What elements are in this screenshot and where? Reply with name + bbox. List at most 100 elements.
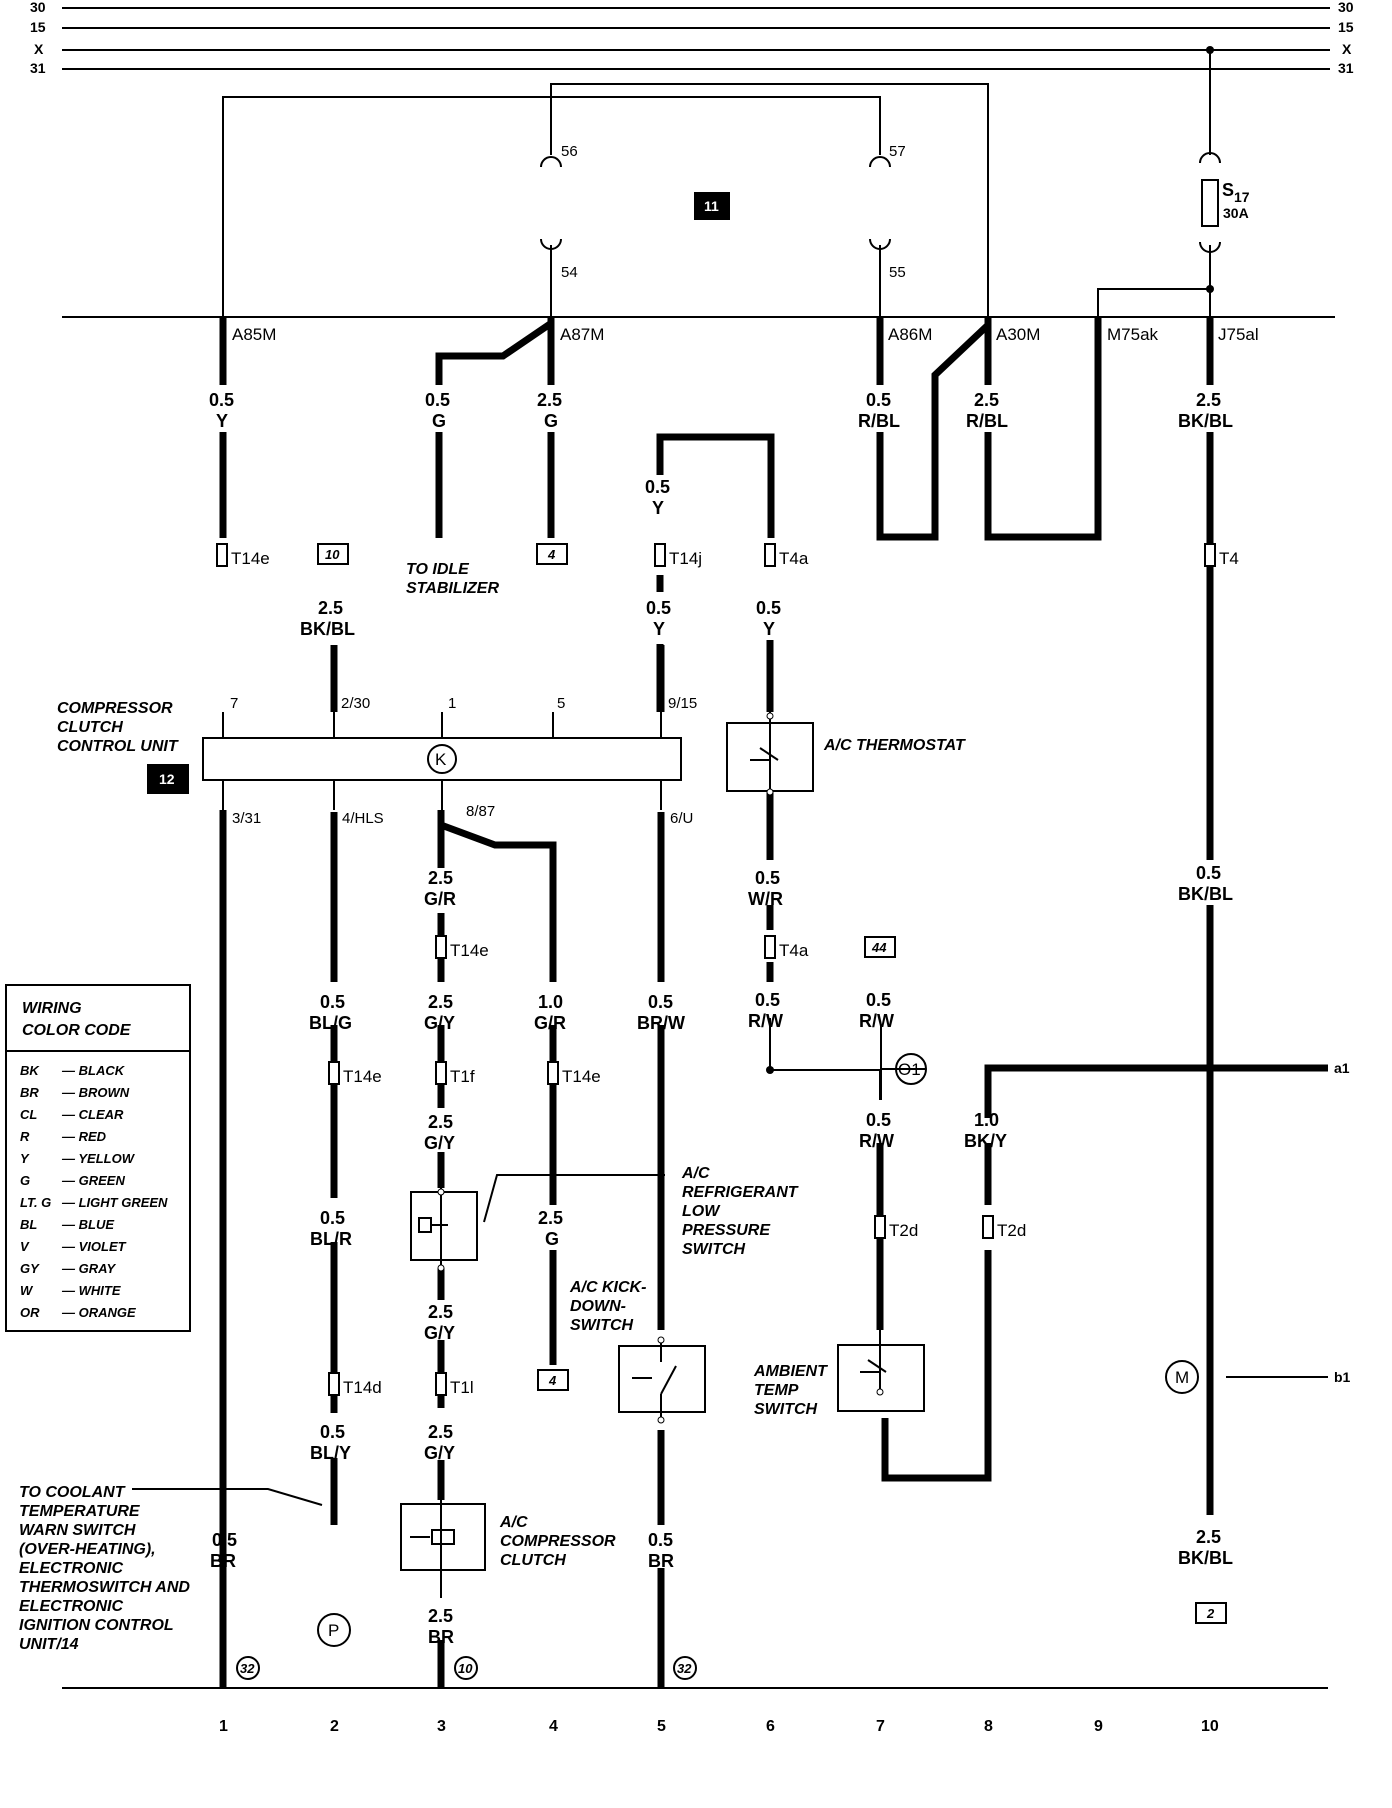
idle-stabilizer-label: TO IDLE STABILIZER [406,561,499,597]
ref-10: 10 [325,547,340,562]
bus-label-15-left: 15 [30,19,46,35]
column-number: 8 [984,1718,993,1735]
wire-size: 2.5 [428,1112,453,1132]
ref-4: 4 [547,547,556,562]
wire-size: 2.5 [428,1606,453,1626]
terminal-a85m: A85M [232,325,276,344]
column-number: 5 [657,1718,666,1735]
reference-boxes [317,543,1227,1624]
fuse-rating: 30A [1223,205,1249,221]
relay-11-label: 11 [704,198,719,214]
cu-pin-8-87: 8/87 [466,803,495,820]
wire-color: Y [652,498,664,518]
wire-color: BR [648,1551,674,1571]
terminal-a87m: A87M [560,325,604,344]
wire-size: 0.5 [320,992,345,1012]
wire-color: G [544,411,558,431]
wire-size: 0.5 [755,990,780,1010]
connector-t14e: T14e [343,1067,382,1086]
column-number: 3 [437,1718,446,1735]
wire-color: R/W [859,1011,894,1031]
bus-label-x-left: X [34,41,44,57]
connector-t1l: T1l [450,1378,474,1397]
connector-t14d: T14d [343,1378,382,1397]
wire-color: R/W [748,1011,783,1031]
ac-thermostat-label: A/C THERMOSTAT [823,737,966,754]
wire-size: 0.5 [209,390,234,410]
wire-color: BK/BL [1178,884,1233,904]
wire-color: BK/Y [964,1131,1007,1151]
connector-t4a: T4a [779,549,809,568]
fuse-name: S17 [1222,180,1250,205]
wire-size: 2.5 [428,1422,453,1442]
wire-color: Y [653,619,665,639]
legend-name: — BLUE [61,1217,114,1232]
wire-size: 0.5 [645,477,670,497]
legend-code: LT. G [20,1195,51,1210]
column-number: 4 [549,1718,558,1735]
ground-10: 10 [458,1661,473,1676]
cu-pin-9-15: 9/15 [668,695,697,712]
compressor-clutch [400,1500,486,1598]
legend-name: — LIGHT GREEN [61,1195,168,1210]
connector-plugs [216,543,1216,1396]
m-symbol [1165,1360,1199,1394]
bus-label-15-right: 15 [1338,19,1354,35]
ground-symbol [236,1656,260,1680]
legend-name: — VIOLET [61,1239,127,1254]
wire-size: 0.5 [320,1208,345,1228]
wire-size: 0.5 [755,868,780,888]
terminal-a30m: A30M [996,325,1040,344]
control-unit-12 [202,712,682,810]
cu-pin-6-u: 6/U [670,810,693,827]
connector-t14e: T14e [562,1067,601,1086]
column-number: 6 [766,1718,775,1735]
wire-size: 2.5 [318,598,343,618]
wire-color: R/BL [966,411,1008,431]
wire-color: BL/Y [310,1443,351,1463]
wire-size: 0.5 [866,390,891,410]
cu-pin-7: 7 [230,695,238,712]
wire-color: G/Y [424,1133,455,1153]
wire-color: BL/G [309,1013,352,1033]
legend-name: — ORANGE [61,1305,136,1320]
column-number: 10 [1201,1718,1219,1735]
m-label: M [1175,1368,1189,1387]
output-b1: b1 [1334,1369,1351,1385]
wire-size: 2.5 [537,390,562,410]
relay-pin-55: 55 [889,264,906,281]
wire-labels: 0.5 Y 0.5 G 2.5 G 0.5 Y 0.5 R/BL 2.5 R/B… [209,390,1233,1647]
wire-size: 2.5 [428,992,453,1012]
wire-color: G/R [424,889,456,909]
connector-t2d: T2d [889,1221,918,1240]
wire-size: 0.5 [320,1422,345,1442]
legend-name: — BLACK [61,1063,126,1078]
connector-t14e: T14e [231,549,270,568]
wire-color: G/R [534,1013,566,1033]
column-number: 9 [1094,1718,1103,1735]
wire-color: W/R [748,889,783,909]
wire-size: 2.5 [1196,1527,1221,1547]
legend-code: OR [20,1305,40,1320]
ground-32: 32 [677,1661,692,1676]
ref-2: 2 [1206,1606,1215,1621]
legend-code: V [20,1239,30,1254]
ambient-label: AMBIENT TEMP SWITCH [753,1363,831,1418]
wire-size: 1.0 [538,992,563,1012]
legend-name: — YELLOW [61,1151,136,1166]
connector-t1f: T1f [450,1067,475,1086]
wire-color: G/Y [424,1013,455,1033]
relay-11-badge [694,192,730,220]
wire-color: G [432,411,446,431]
wire-size: 2.5 [428,1302,453,1322]
legend-code: BL [20,1217,37,1232]
bus-label-30-right: 30 [1338,0,1354,15]
bus-lines [62,7,1335,1689]
terminal-a86m: A86M [888,325,932,344]
legend-code: W [20,1283,34,1298]
kickdown-label: A/C KICK- DOWN- SWITCH [569,1279,651,1334]
wire-size: 2.5 [974,390,999,410]
cu-pin-2-30: 2/30 [341,695,370,712]
